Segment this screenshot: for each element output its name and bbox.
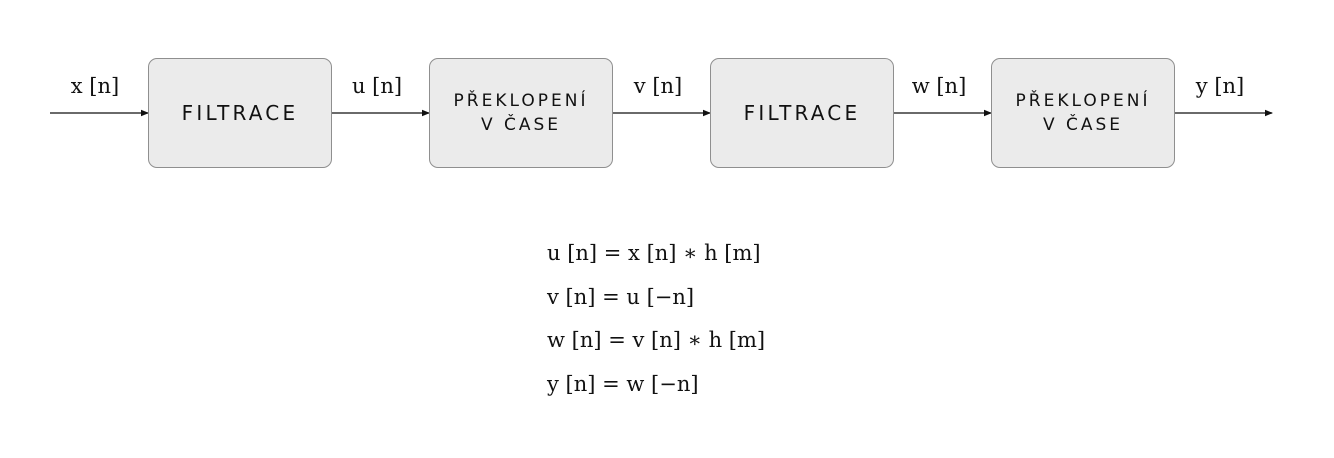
filter-block-1-label: FILTRACE (181, 101, 299, 125)
time-reversal-block-2: PŘEKLOPENÍ V ČASE (991, 58, 1175, 168)
filter-block-1: FILTRACE (148, 58, 332, 168)
signal-label-w: w [n] (911, 74, 967, 98)
time-reversal-block-2-line-1: PŘEKLOPENÍ (1015, 91, 1151, 111)
filter-block-2-label: FILTRACE (743, 101, 861, 125)
equation-v: v [n] = u [−n] (547, 284, 695, 309)
equation-y: y [n] = w [−n] (547, 371, 699, 396)
signal-label-v: v [n] (633, 74, 683, 98)
signal-label-x: x [n] (70, 74, 120, 98)
time-reversal-block-1-line-2: V ČASE (480, 115, 562, 135)
time-reversal-block-2-line-2: V ČASE (1042, 115, 1124, 135)
filter-block-2: FILTRACE (710, 58, 894, 168)
signal-label-u: u [n] (351, 74, 403, 98)
signal-label-y: y [n] (1195, 74, 1245, 98)
equation-w: w [n] = v [n] ∗ h [m] (547, 328, 766, 352)
time-reversal-block-1: PŘEKLOPENÍ V ČASE (429, 58, 613, 168)
equation-u: u [n] = x [n] ∗ h [m] (547, 241, 761, 265)
equation-list: u [n] = x [n] ∗ h [m] v [n] = u [−n] w [… (547, 238, 765, 412)
time-reversal-block-1-line-1: PŘEKLOPENÍ (453, 91, 589, 111)
